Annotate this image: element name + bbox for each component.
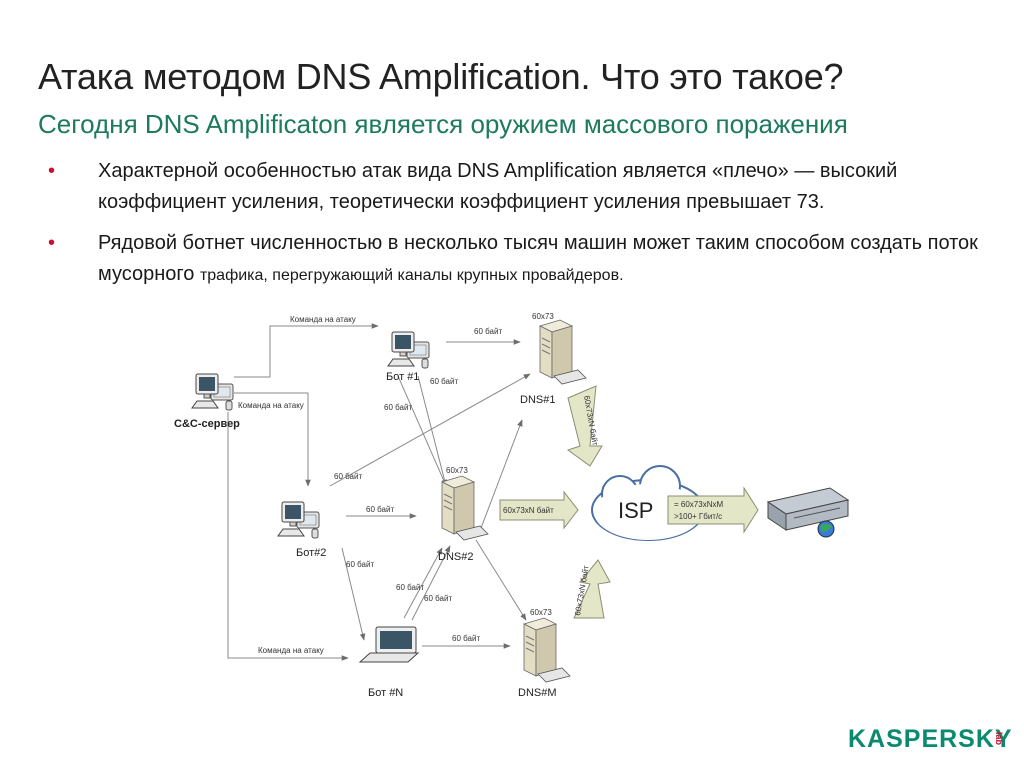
label-dns1: DNS#1 <box>520 394 555 406</box>
label-isp: ISP <box>618 498 653 523</box>
label-isp-total: = 60x73xNxM <box>674 500 723 509</box>
bullet-text: Рядовой ботнет численностью в несколько … <box>98 232 978 285</box>
label-bytes: 60 байт <box>346 560 374 569</box>
label-command: Команда на атаку <box>258 646 324 655</box>
label-flow: 60x73xN байт <box>503 506 554 515</box>
label-command: Команда на атаку <box>290 315 356 324</box>
label-bytes: 60 байт <box>474 327 502 336</box>
label-size: 60x73 <box>532 312 554 321</box>
label-bot2: Бот#2 <box>296 547 326 559</box>
label-bytes: 60 байт <box>424 594 452 603</box>
bullet-marker: • <box>48 232 56 254</box>
page-subtitle: Сегодня DNS Amplificaton является оружие… <box>38 109 848 139</box>
bullet-item: • Рядовой ботнет численностью в нескольк… <box>48 228 998 291</box>
target-server <box>766 487 850 538</box>
bullet-item: • Характерной особенностью атак вида DNS… <box>48 156 998 218</box>
bullet-marker: • <box>48 160 56 182</box>
kaspersky-lab-mark: lab <box>994 732 1004 746</box>
label-bytes: 60 байт <box>384 403 412 412</box>
label-bytes: 60 байт <box>430 377 458 386</box>
page-title: Атака методом DNS Amplification. Что это… <box>38 56 844 97</box>
kaspersky-logo: KASPERSKY <box>848 725 1013 753</box>
label-botn: Бот #N <box>368 687 403 699</box>
label-cc-server: C&C-сервер <box>174 418 240 430</box>
laptop-icon <box>358 626 420 663</box>
label-size: 60x73 <box>446 466 468 475</box>
bullet-list: • Характерной особенностью атак вида DNS… <box>48 156 998 301</box>
node-labels: C&C-сервер Бот #1 Бот#2 Бот #N DNS#1 DNS… <box>174 371 653 699</box>
label-bytes: 60 байт <box>452 634 480 643</box>
label-isp-rate: >100+ Гбит/с <box>674 512 722 521</box>
label-dns2: DNS#2 <box>438 551 473 563</box>
dns-amplification-diagram: C&C-сервер Бот #1 Бот#2 Бот #N DNS#1 DNS… <box>174 312 850 699</box>
label-dnsm: DNS#M <box>518 687 557 699</box>
isp-cloud <box>591 465 759 541</box>
bullet-text: Характерной особенностью атак вида DNS A… <box>98 160 898 213</box>
bullet-text-small: трафика, перегружающий каналы крупных пр… <box>199 267 624 284</box>
label-bytes: 60 байт <box>334 472 362 481</box>
label-command: Команда на атаку <box>238 401 304 410</box>
connection-lines <box>227 323 531 661</box>
label-bytes: 60 байт <box>396 583 424 592</box>
label-bytes: 60 байт <box>366 505 394 514</box>
label-size: 60x73 <box>530 608 552 617</box>
traffic-arrows <box>499 385 611 619</box>
label-bot1: Бот #1 <box>386 371 419 383</box>
